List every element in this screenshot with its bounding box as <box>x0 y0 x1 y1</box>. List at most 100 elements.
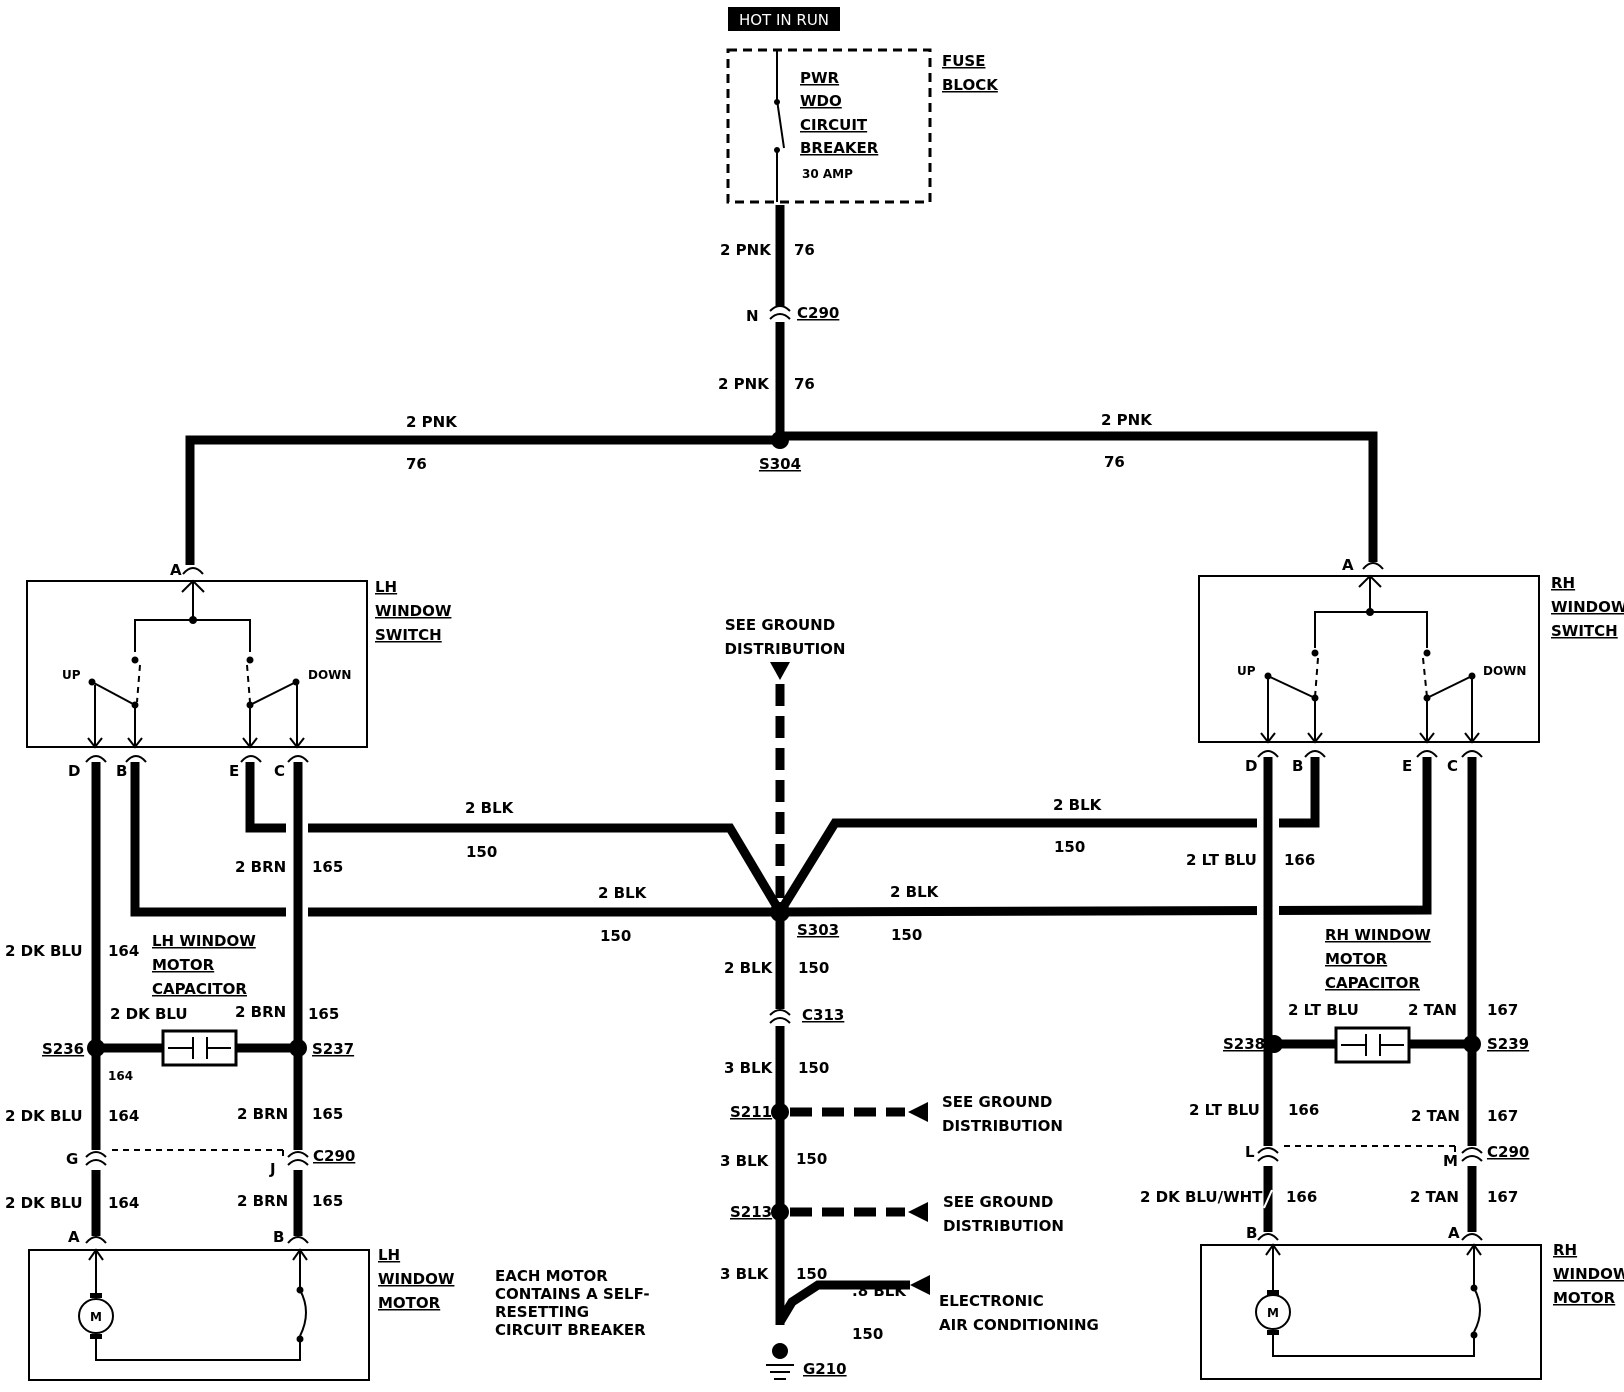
lh-switch-label: LH <box>375 578 397 596</box>
lh-motor-label: LH <box>378 1246 400 1264</box>
lh-motor-label: MOTOR <box>378 1294 441 1312</box>
down-label: DOWN <box>1483 664 1526 678</box>
connector-pin: D <box>68 762 80 780</box>
circuit-number: 165 <box>312 1192 343 1210</box>
lh-c290-connector <box>85 1151 309 1166</box>
circuit-number: 150 <box>798 959 829 977</box>
ground-g210 <box>772 1343 788 1359</box>
rh-cap-label: RH WINDOW <box>1325 926 1431 944</box>
connector-pin: N <box>746 307 759 325</box>
rh-motor-label: RH <box>1553 1241 1577 1259</box>
wire-color: .8 BLK <box>852 1282 907 1300</box>
wire-color: 2 LT BLU <box>1189 1101 1260 1119</box>
splice-s211 <box>771 1103 789 1121</box>
circuit-number: 167 <box>1487 1001 1518 1019</box>
connector-pin: B <box>1292 757 1303 775</box>
wire-color: 2 PNK <box>1101 411 1153 429</box>
lh-motor-label: WINDOW <box>378 1270 455 1288</box>
wire-color: 3 BLK <box>724 1059 774 1077</box>
wire-color: 2 TAN <box>1411 1107 1460 1125</box>
connector-label: C313 <box>802 1006 844 1024</box>
lh-cap-label: CAPACITOR <box>152 980 247 998</box>
connector-pin: D <box>1245 757 1257 775</box>
wire-color: 3 BLK <box>720 1265 770 1283</box>
circuit-number: 76 <box>406 455 427 473</box>
connector-a <box>1362 562 1384 570</box>
wire-color: 2 PNK <box>720 241 772 259</box>
wire-color: 2 BRN <box>237 1192 288 1210</box>
circuit-number: 150 <box>891 926 922 944</box>
fuse-block-label: FUSE <box>942 52 985 70</box>
down-label: DOWN <box>308 668 351 682</box>
wire-color: 3 BLK <box>720 1152 770 1170</box>
splice-label: S236 <box>42 1040 84 1058</box>
connector-pin: B <box>273 1228 284 1246</box>
wire-color: 2 TAN <box>1408 1001 1457 1019</box>
connector-pin: E <box>1402 757 1412 775</box>
ground-label: G210 <box>803 1360 847 1378</box>
connector-pin: B <box>116 762 127 780</box>
lh-cap-label: MOTOR <box>152 956 215 974</box>
lh-window-switch-box <box>26 580 368 748</box>
splice-label: S238 <box>1223 1035 1265 1053</box>
splice-s239 <box>1463 1035 1481 1053</box>
circuit-number: 164 <box>108 1194 139 1212</box>
circuit-number: 166 <box>1286 1188 1317 1206</box>
circuit-number: 165 <box>312 1105 343 1123</box>
connector-label: C290 <box>797 304 839 322</box>
circuit-number: 76 <box>794 375 815 393</box>
lh-switch-label: WINDOW <box>375 602 452 620</box>
lh-switch-connector <box>85 755 309 763</box>
connector-pin: J <box>269 1160 276 1178</box>
connector-pin: G <box>66 1150 78 1168</box>
circuit-number: 150 <box>1054 838 1085 856</box>
wire-color: 2 PNK <box>406 413 458 431</box>
circuit-number: 150 <box>796 1265 827 1283</box>
see-ground-label: DISTRIBUTION <box>943 1217 1064 1235</box>
splice-label: S237 <box>312 1040 354 1058</box>
splice-s237 <box>289 1039 307 1057</box>
breaker-label: CIRCUIT <box>800 116 868 134</box>
wire-color: 2 DK BLU <box>110 1005 188 1023</box>
wire-color: 2 LT BLU <box>1186 851 1257 869</box>
circuit-number: 166 <box>1288 1101 1319 1119</box>
rh-c290-connector <box>1257 1147 1483 1162</box>
wire-color: 2 BRN <box>237 1105 288 1123</box>
c313-connector <box>769 1009 791 1024</box>
wire-color: 2 PNK <box>718 375 770 393</box>
splice-label: S213 <box>730 1203 772 1221</box>
circuit-number: 164 <box>108 1107 139 1125</box>
ground-arrow <box>908 1202 928 1222</box>
connector-pin: A <box>1448 1224 1460 1242</box>
wire-color: 2 DK BLU/WHT <box>1140 1188 1263 1206</box>
wire-color: 2 BLK <box>598 884 648 902</box>
ground-arrow <box>908 1102 928 1122</box>
lh-switch-label: SWITCH <box>375 626 442 644</box>
wire-150-lh-b <box>130 762 780 917</box>
wire-color: 2 LT BLU <box>1288 1001 1359 1019</box>
rh-switch-connector <box>1257 750 1483 758</box>
splice-s213 <box>771 1203 789 1221</box>
up-label: UP <box>1237 664 1256 678</box>
wire-color: 2 BLK <box>465 799 515 817</box>
circuit-number: 150 <box>466 843 497 861</box>
see-ground-label: DISTRIBUTION <box>942 1117 1063 1135</box>
wire-color: 2 BRN <box>235 1003 286 1021</box>
note-line: CONTAINS A SELF- <box>495 1285 650 1303</box>
wire-150-rh-b <box>776 757 1320 915</box>
wire-150-rh-e <box>779 757 1432 917</box>
fuse-block-box <box>726 48 932 204</box>
see-ground-label: SEE GROUND <box>725 616 835 634</box>
wire-76-rh <box>780 431 1378 562</box>
breaker-label: WDO <box>800 92 842 110</box>
splice-label: S211 <box>730 1103 772 1121</box>
wire-150-eac <box>776 1280 910 1325</box>
rh-switch-label: SWITCH <box>1551 622 1618 640</box>
circuit-number: 150 <box>852 1325 883 1343</box>
see-ground-label: SEE GROUND <box>943 1193 1053 1211</box>
circuit-number: 164 <box>108 942 139 960</box>
connector-a <box>182 567 204 575</box>
splice-label: S239 <box>1487 1035 1529 1053</box>
circuit-number: 167 <box>1487 1107 1518 1125</box>
